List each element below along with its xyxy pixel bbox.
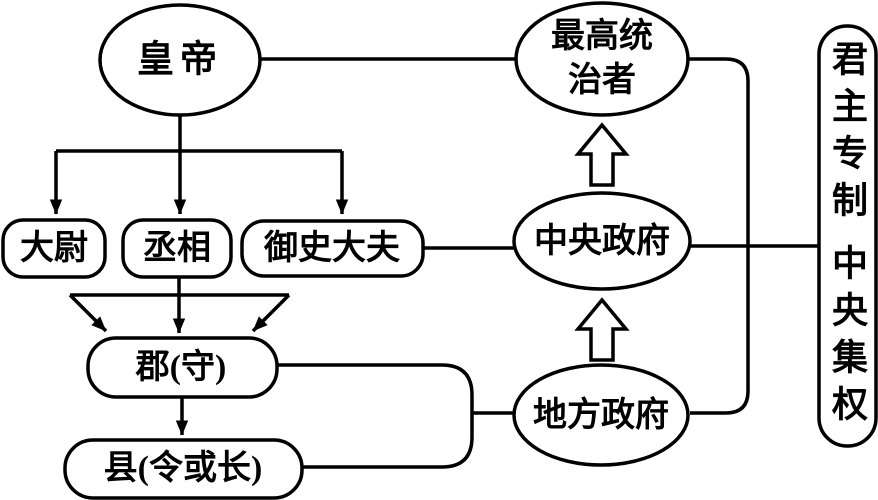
grand-commandant-label: 大尉 (20, 230, 88, 267)
imperial-censor-box (240, 219, 425, 278)
commandery-label: 郡(守) (135, 349, 227, 386)
commandery-box (86, 336, 279, 399)
central-government-ellipse (512, 191, 692, 291)
chancellor-label: 丞相 (143, 230, 211, 267)
chancellor-box (121, 218, 233, 279)
block-arrow-local-to-central (574, 297, 630, 362)
edge-supreme-ruler-to-local-government (688, 57, 750, 415)
supreme-ruler-line2: 治者 (568, 62, 636, 99)
side-label-line1: 君主专制 (827, 40, 867, 228)
local-government-ellipse (512, 363, 690, 467)
grand-commandant-box (1, 218, 107, 279)
central-government-label: 中央政府 (534, 223, 670, 260)
funnel-left-arrow (68, 293, 108, 333)
county-label: 县(令或长) (103, 450, 263, 487)
local-government-label: 地方政府 (533, 397, 669, 434)
supreme-ruler-line1: 最高统 (551, 18, 653, 55)
supreme-ruler-ellipse (514, 1, 690, 117)
side-label: 君主专制 中央集权 (821, 40, 873, 432)
imperial-censor-label: 御史大夫 (264, 230, 400, 267)
county-box (63, 438, 304, 500)
block-arrow-central-to-supreme (574, 122, 630, 187)
bracket-commandery-county (277, 363, 474, 469)
funnel-right-arrow (251, 293, 291, 333)
emperor-ellipse (98, 3, 262, 117)
supreme-ruler-label: 最高统 治者 (551, 15, 653, 103)
side-label-line2: 中央集权 (827, 244, 867, 432)
emperor-label: 皇帝 (137, 39, 223, 81)
side-label-box (817, 24, 878, 448)
